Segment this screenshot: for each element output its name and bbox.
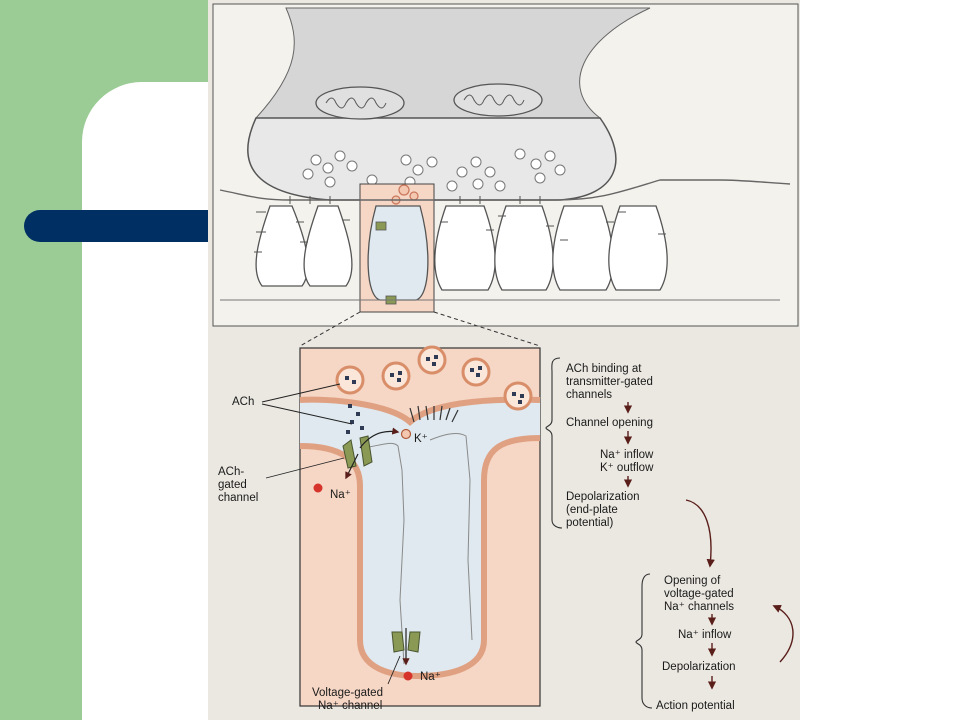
flow-step-8: Action potential	[656, 700, 735, 712]
flow-step-4-line-2: (end-plate	[566, 504, 618, 516]
flow-step-3-line-2: K⁺ outflow	[600, 462, 654, 474]
ach-molecules	[345, 355, 524, 434]
detail-panel	[261, 345, 541, 707]
flow-step-4-line-1: Depolarization	[566, 491, 640, 503]
voltage-gated-channel-label-2: Na⁺ channel	[318, 700, 382, 712]
ach-label: ACh	[232, 396, 254, 408]
slide-navy-accent-bar	[24, 210, 216, 242]
synaptic-vesicles	[335, 345, 533, 411]
na-ion-label-top: Na⁺	[330, 489, 351, 501]
flow-step-1-line-3: channels	[566, 389, 612, 401]
flow-step-6: Na⁺ inflow	[678, 629, 732, 641]
voltage-gated-channel-shape	[391, 631, 421, 653]
flow-step-5-line-1: Opening of	[664, 575, 721, 587]
flow-step-2: Channel opening	[566, 417, 653, 429]
k-ion-dot	[400, 428, 412, 440]
ach-gated-channel-label-1: ACh-	[218, 466, 244, 478]
flow-step-1-line-2: transmitter-gated	[566, 376, 653, 388]
flow-step-7: Depolarization	[662, 661, 736, 673]
na-ion-dot-bottom	[403, 671, 413, 681]
flow-step-5-line-2: voltage-gated	[664, 588, 734, 600]
slide-corner-decoration	[82, 82, 142, 142]
k-ion-label: K⁺	[414, 433, 428, 445]
flow-step-5-line-3: Na⁺ channels	[664, 601, 734, 613]
flow-step-4-line-3: potential)	[566, 517, 613, 529]
flow-chart: ACh binding at transmitter-gated channel…	[545, 357, 794, 712]
slide-left-green-bar	[0, 0, 82, 720]
voltage-gated-channel-label-1: Voltage-gated	[312, 687, 383, 699]
na-ion-dot-top	[313, 483, 323, 493]
ach-gated-channel-label-2: gated	[218, 479, 247, 491]
positive-feedback-arrow	[772, 604, 794, 663]
ach-gated-channel-label-3: channel	[218, 492, 258, 504]
na-ion-label-bottom: Na⁺	[420, 671, 441, 683]
flow-step-1-line-1: ACh binding at	[566, 363, 642, 375]
flow-step-3-line-1: Na⁺ inflow	[600, 449, 654, 461]
slide-top-green-bar	[0, 0, 208, 82]
overview-panel	[212, 3, 799, 327]
